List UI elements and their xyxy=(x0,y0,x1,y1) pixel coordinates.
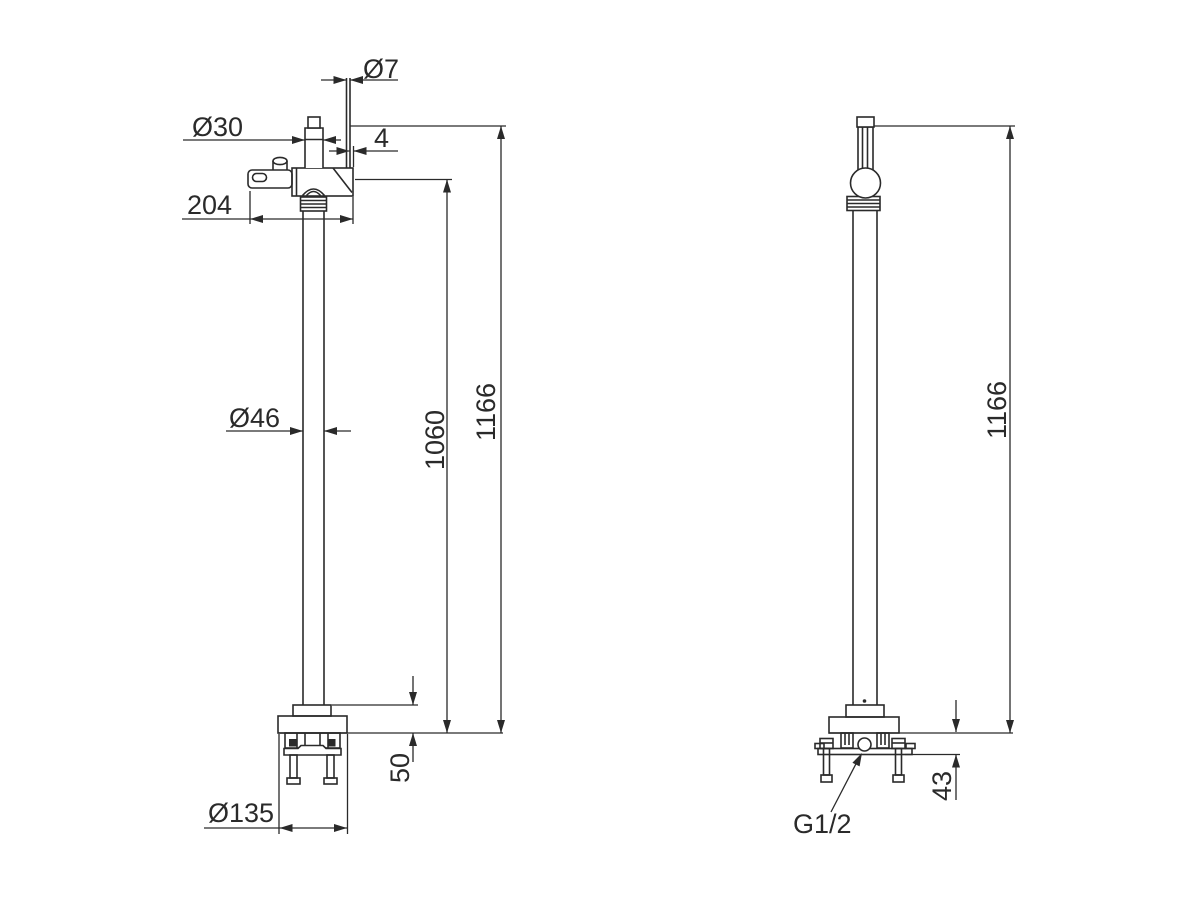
arrow-right-icon xyxy=(333,76,347,84)
dim-body-width: 204 xyxy=(182,190,354,224)
side-underfloor-bracket xyxy=(814,732,916,756)
arrow-left-icon xyxy=(324,427,337,435)
dim-spout-height: 1060 xyxy=(355,178,452,733)
arrow-right-icon xyxy=(334,824,347,832)
bolt-shaft-right xyxy=(894,747,903,776)
bracket-leg-right xyxy=(876,732,890,749)
dim-label-handle-diameter: Ø30 xyxy=(192,112,243,142)
dim-total-height-front: 1166 xyxy=(350,125,506,733)
mixer-body xyxy=(291,167,354,197)
dim-total-height-side: 1166 xyxy=(874,125,1015,733)
stud-foot-left xyxy=(286,777,301,785)
arrow-up-icon xyxy=(952,754,960,768)
arrow-down-icon xyxy=(409,692,417,705)
dim-label-base-diameter: Ø135 xyxy=(208,798,274,828)
bolt-foot-left xyxy=(820,774,833,783)
set-screw-dot xyxy=(862,699,867,703)
arrow-left-icon xyxy=(353,147,367,155)
fixing-nut-left xyxy=(289,739,297,747)
dim-label-underfloor-depth: 43 xyxy=(927,771,957,801)
dim-label-total-height-front: 1166 xyxy=(471,383,501,441)
dim-hose-diameter: Ø7 xyxy=(321,54,399,84)
dim-base-height: 50 xyxy=(332,676,418,783)
side-handle xyxy=(856,116,875,171)
arrow-left-icon xyxy=(250,215,263,223)
side-base-collar xyxy=(845,704,885,718)
leader-line xyxy=(830,757,860,813)
arrow-right-icon xyxy=(340,215,353,223)
arrow-up-icon xyxy=(1006,126,1014,139)
dim-label-spout-height: 1060 xyxy=(420,410,450,470)
neck-arch xyxy=(301,188,326,197)
stud-left xyxy=(289,754,298,779)
spout xyxy=(247,169,293,189)
side-view: 1166 43 G1/2 xyxy=(793,116,1015,839)
bracket-leg-left xyxy=(840,732,854,749)
base-plate xyxy=(277,715,348,734)
front-view: Ø7 Ø30 4 204 xyxy=(182,54,506,834)
arrow-left-icon xyxy=(323,136,336,144)
side-base-plate xyxy=(828,716,900,734)
hand-shower-rod xyxy=(345,78,351,168)
dim-column-diameter: Ø46 xyxy=(226,403,351,435)
arrow-down-icon xyxy=(443,720,451,733)
base-collar xyxy=(292,704,332,717)
column xyxy=(302,211,325,705)
stud-right xyxy=(326,754,335,779)
arrow-up-right-icon xyxy=(852,753,862,767)
inlet-port-circle xyxy=(857,737,872,752)
dim-connection-thread: G1/2 xyxy=(793,753,862,839)
dim-underfloor-depth: 43 xyxy=(905,700,960,801)
side-mounting-bolts xyxy=(819,737,906,783)
arrow-up-icon xyxy=(409,733,417,746)
dim-label-base-height: 50 xyxy=(385,753,415,783)
bolt-shaft-left xyxy=(822,747,831,776)
underfloor-bracket xyxy=(283,732,342,785)
dim-label-column-diameter: Ø46 xyxy=(229,403,280,433)
dim-label-total-height-side: 1166 xyxy=(982,381,1012,439)
spout-outlet xyxy=(251,172,268,183)
body-chamfer xyxy=(332,167,353,193)
arrow-right-icon xyxy=(290,427,303,435)
dim-base-diameter: Ø135 xyxy=(204,734,349,834)
side-column xyxy=(852,210,878,705)
arrow-right-icon xyxy=(292,136,305,144)
arrow-left-icon xyxy=(279,824,293,832)
arrow-left-icon xyxy=(350,76,363,84)
bracket-bar xyxy=(283,744,342,756)
handle-cap xyxy=(856,116,875,128)
dim-label-hose-offset: 4 xyxy=(374,123,389,153)
bolt-foot-right xyxy=(892,774,905,783)
dim-label-hose-diameter: Ø7 xyxy=(363,54,399,84)
arrow-down-icon xyxy=(1006,720,1014,733)
dim-label-body-width: 204 xyxy=(187,190,232,220)
dim-hose-offset: 4 xyxy=(329,123,398,167)
handle xyxy=(304,116,324,168)
arrow-down-icon xyxy=(497,720,505,733)
arrow-down-icon xyxy=(952,719,960,732)
arrow-up-icon xyxy=(443,179,451,193)
diverter-knob xyxy=(272,156,288,170)
dim-handle-diameter: Ø30 xyxy=(183,112,341,144)
dim-label-connection-thread: G1/2 xyxy=(793,809,852,839)
arrow-right-icon xyxy=(336,147,350,155)
fixing-nut-right xyxy=(327,739,336,747)
side-valve-ball xyxy=(849,167,882,199)
column-rings xyxy=(299,196,328,212)
arrow-up-icon xyxy=(497,126,505,139)
stud-foot-right xyxy=(323,777,338,785)
handle-cap xyxy=(307,116,321,129)
